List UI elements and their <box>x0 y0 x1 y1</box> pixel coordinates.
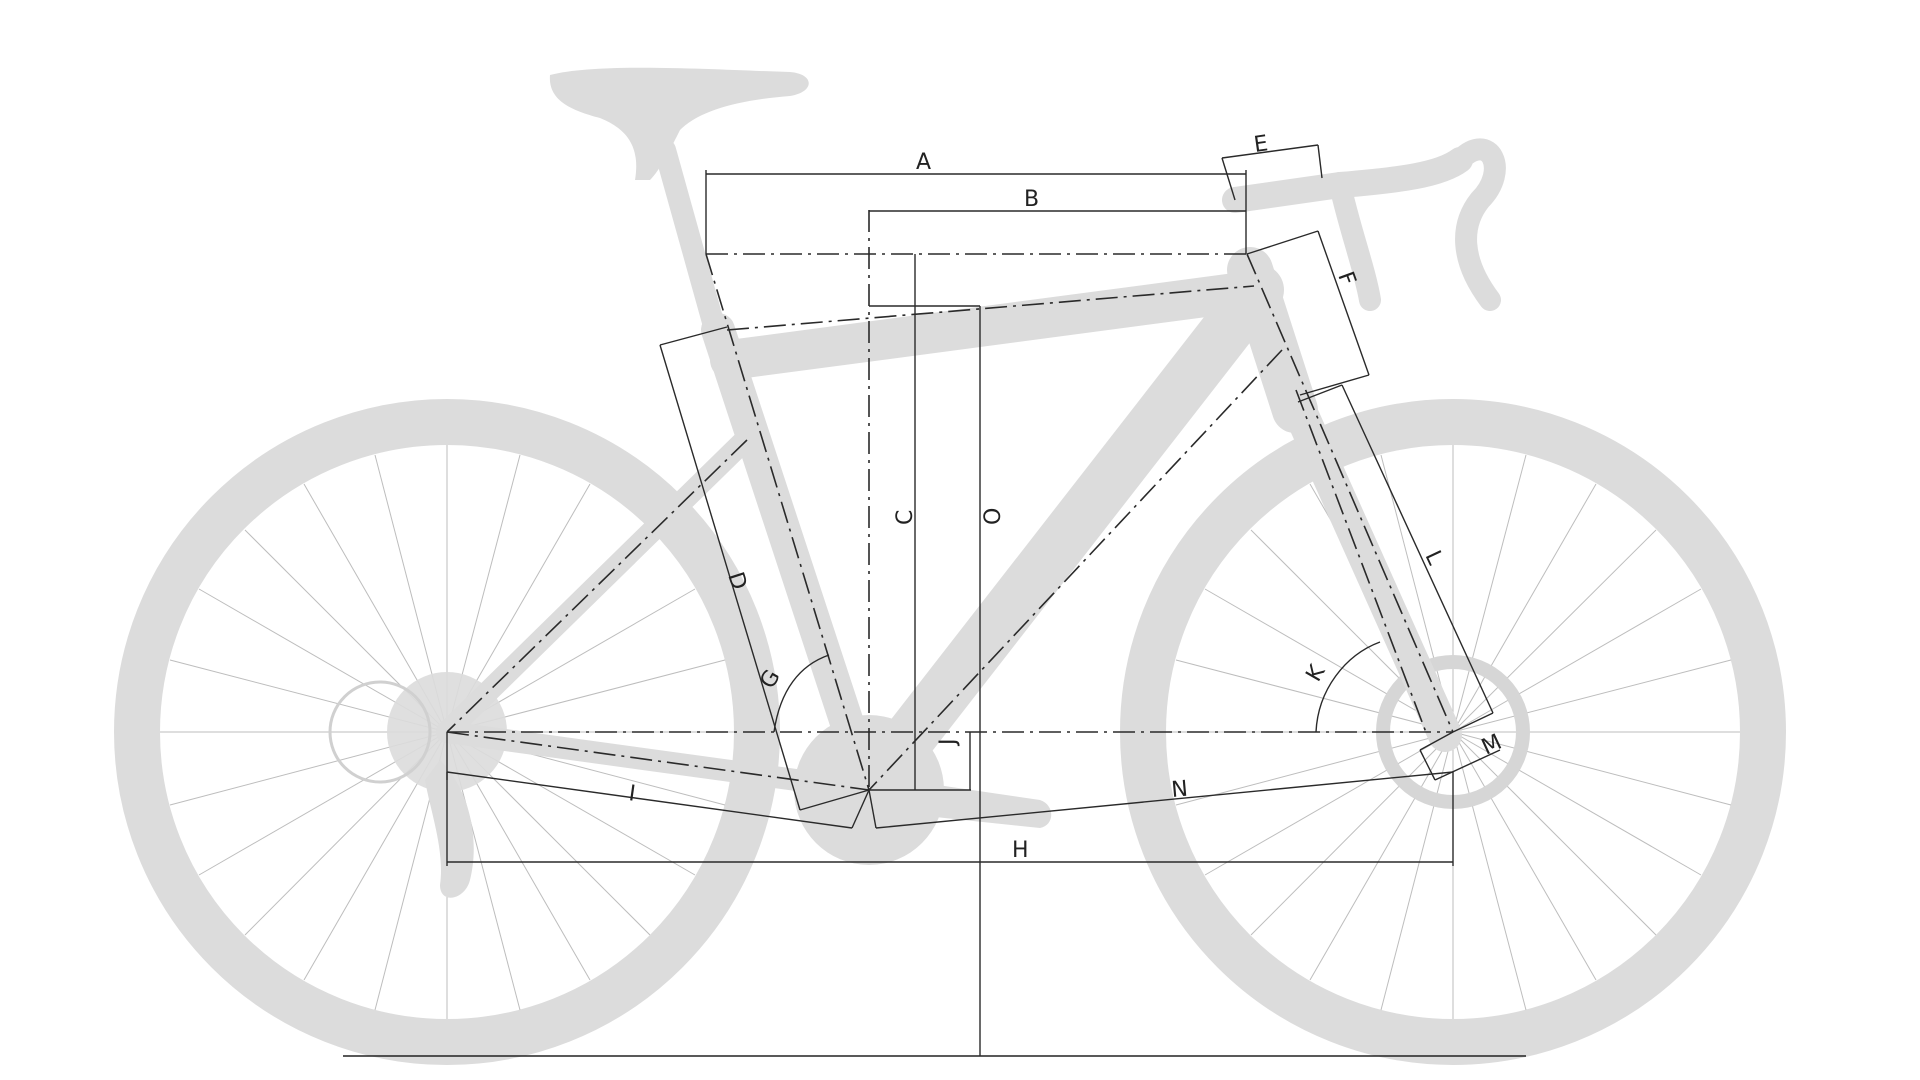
label-c: C <box>893 510 918 525</box>
label-i: I <box>627 781 637 807</box>
label-b: B <box>1024 187 1039 212</box>
label-m: M <box>1478 730 1506 761</box>
label-l: L <box>1420 547 1448 569</box>
rear-derailleur <box>425 760 474 898</box>
bike-silhouette <box>114 67 1786 1065</box>
label-k: K <box>1302 661 1331 686</box>
label-o: O <box>981 508 1006 525</box>
label-d: D <box>722 569 751 593</box>
label-n: N <box>1170 777 1189 803</box>
label-h: H <box>1012 838 1029 863</box>
frame <box>436 139 1462 816</box>
label-a: A <box>916 150 931 175</box>
saddle <box>549 67 809 180</box>
dimensions <box>446 144 1501 1056</box>
handlebar <box>1222 138 1506 311</box>
label-j: J <box>936 739 961 748</box>
centerlines <box>446 210 1454 791</box>
label-e: E <box>1252 131 1269 158</box>
